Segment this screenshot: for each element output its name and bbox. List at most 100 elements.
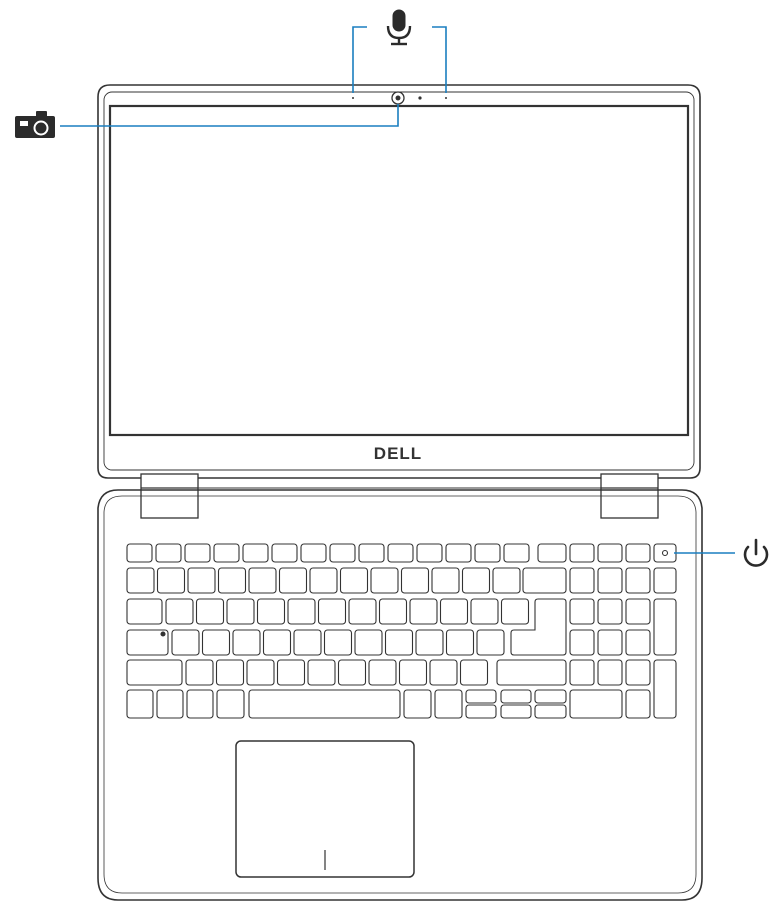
keyboard-key: [213, 543, 240, 563]
keyboard: [126, 543, 677, 719]
keyboard-key: [625, 689, 651, 719]
keyboard-key: [156, 689, 184, 719]
keyboard-key: [416, 543, 443, 563]
enter-key: [510, 598, 567, 656]
keyboard-key: [348, 598, 377, 625]
keyboard-key: [569, 598, 595, 625]
numpad-plus-key: [653, 598, 677, 656]
keyboard-key: [597, 567, 623, 594]
keyboard-key: [459, 659, 489, 686]
keyboard-key: [300, 543, 327, 563]
keyboard-key: [434, 689, 463, 719]
numpad-enter-key: [653, 659, 677, 719]
keyboard-key: [625, 543, 651, 563]
power-button-symbol: [661, 549, 669, 557]
keyboard-key: [126, 567, 155, 594]
keyboard-key: [126, 543, 153, 563]
numpad-zero-key: [569, 689, 623, 719]
keyboard-key: [465, 704, 497, 719]
spacebar-key: [248, 689, 401, 719]
keyboard-key: [307, 659, 336, 686]
keyboard-key: [569, 629, 595, 656]
microphone-callout: [352, 9, 447, 93]
keyboard-key: [337, 659, 367, 686]
microphone-icon: [386, 9, 412, 46]
keyboard-key: [186, 689, 214, 719]
keyboard-key: [431, 567, 460, 594]
keyboard-key: [195, 598, 225, 625]
keyboard-key: [569, 567, 595, 594]
power-callout: [674, 538, 769, 567]
keyboard-key: [474, 543, 501, 563]
keyboard-key: [339, 567, 369, 594]
keyboard-key: [309, 567, 338, 594]
keyboard-key: [368, 659, 397, 686]
keyboard-key: [503, 543, 530, 563]
keyboard-key: [358, 543, 385, 563]
microphone-left: [352, 97, 354, 99]
power-icon: [743, 538, 769, 567]
caps-lock-key: [126, 629, 169, 656]
power-button-key: [653, 543, 677, 563]
keyboard-key: [461, 567, 491, 594]
keyboard-key: [256, 598, 286, 625]
keyboard-key: [184, 543, 211, 563]
keyboard-key: [248, 567, 277, 594]
keyboard-key: [155, 543, 182, 563]
keyboard-key: [398, 659, 428, 686]
microphone-right: [445, 97, 447, 99]
backspace-key: [522, 567, 567, 594]
keyboard-key: [569, 543, 595, 563]
display-lid: DELL: [97, 84, 701, 479]
keyboard-key: [597, 629, 623, 656]
keyboard-key: [217, 567, 247, 594]
keyboard-key: [465, 689, 497, 704]
tab-key: [126, 598, 163, 625]
keyboard-key: [370, 567, 399, 594]
keyboard-key: [201, 629, 231, 656]
keyboard-key: [165, 598, 194, 625]
keyboard-key: [403, 689, 432, 719]
keyboard-key: [287, 598, 316, 625]
keyboard-key: [171, 629, 200, 656]
keyboard-key: [323, 629, 353, 656]
keyboard-key: [387, 543, 414, 563]
keyboard-key: [226, 598, 255, 625]
keyboard-key: [271, 543, 298, 563]
keyboard-key: [293, 629, 322, 656]
keyboard-key: [492, 567, 521, 594]
keyboard-key: [329, 543, 356, 563]
display-panel: [108, 104, 690, 437]
keyboard-key: [625, 598, 651, 625]
keyboard-key: [625, 629, 651, 656]
keyboard-key: [185, 659, 214, 686]
keyboard-key: [429, 659, 458, 686]
keyboard-key: [156, 567, 186, 594]
keyboard-key: [439, 598, 469, 625]
caps-lock-light: [160, 631, 166, 637]
keyboard-key: [400, 567, 430, 594]
keyboard-key: [537, 543, 567, 563]
keyboard-key: [569, 659, 595, 686]
keyboard-key: [597, 543, 623, 563]
keyboard-key: [625, 659, 651, 686]
keyboard-key: [445, 543, 472, 563]
touchpad: [235, 740, 415, 878]
keyboard-key: [534, 689, 567, 704]
keyboard-key: [409, 598, 438, 625]
keyboard-key: [415, 629, 444, 656]
keyboard-key: [354, 629, 383, 656]
keyboard-key: [500, 598, 530, 625]
keyboard-key: [625, 567, 651, 594]
camera-icon: [15, 111, 55, 138]
keyboard-key: [126, 689, 154, 719]
keyboard-key: [378, 598, 408, 625]
camera-status-light: [418, 96, 422, 100]
keyboard-key: [216, 689, 245, 719]
camera-callout: [15, 104, 399, 138]
keyboard-key: [653, 567, 677, 594]
dell-logo: DELL: [374, 444, 422, 463]
keyboard-key: [470, 598, 499, 625]
keyboard-key: [597, 659, 623, 686]
